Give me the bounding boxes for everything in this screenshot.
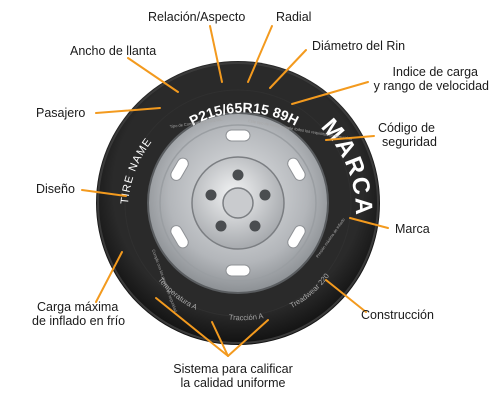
leader-sistema-right bbox=[227, 319, 269, 357]
label-radial: Radial bbox=[276, 10, 311, 24]
leader-ancho bbox=[127, 57, 179, 93]
label-diseno: Diseño bbox=[36, 182, 75, 196]
leader-radial bbox=[247, 25, 273, 83]
label-indice-carga-line1: Indice de carga bbox=[393, 65, 479, 79]
rim-inner-ring bbox=[159, 124, 317, 282]
label-sistema-line1: Sistema para calificar bbox=[173, 362, 293, 376]
leader-diametro bbox=[269, 49, 307, 89]
sidewall-ring bbox=[124, 89, 352, 317]
leader-relacion bbox=[209, 25, 223, 83]
lug-nuts bbox=[205, 169, 271, 232]
label-ancho-llanta: Ancho de llanta bbox=[70, 44, 156, 58]
leader-indice bbox=[291, 81, 369, 105]
leader-pasajero bbox=[95, 107, 161, 114]
tire-tread-edge bbox=[97, 62, 379, 344]
label-carga-line1: Carga máxima bbox=[37, 300, 118, 314]
label-codigo-line2: seguridad bbox=[382, 135, 437, 149]
leader-sistema-left bbox=[155, 297, 229, 357]
label-pasajero: Pasajero bbox=[36, 106, 85, 120]
label-codigo-line1: Código de bbox=[378, 121, 435, 135]
leader-construccion bbox=[325, 279, 367, 313]
leader-lines bbox=[81, 25, 389, 357]
label-construccion: Construcción bbox=[361, 308, 434, 322]
label-marca: Marca bbox=[395, 222, 430, 236]
leader-codigo bbox=[325, 135, 375, 141]
hub-center bbox=[222, 187, 254, 219]
label-sistema-line2: la calidad uniforme bbox=[181, 376, 286, 390]
label-carga-line2: de inflado en frío bbox=[32, 314, 125, 328]
leader-carga bbox=[95, 251, 123, 303]
leader-sistema-mid bbox=[211, 321, 229, 357]
label-indice-carga-line2: y rango de velocidad bbox=[374, 79, 489, 93]
grading-traction: Tracción A bbox=[228, 311, 264, 322]
label-relacion-aspecto: Relación/Aspecto bbox=[148, 10, 245, 24]
leader-diseno bbox=[81, 189, 127, 197]
rim-vents bbox=[170, 129, 306, 277]
leader-marca bbox=[349, 217, 389, 229]
label-diametro-rin: Diámetro del Rin bbox=[312, 39, 405, 53]
